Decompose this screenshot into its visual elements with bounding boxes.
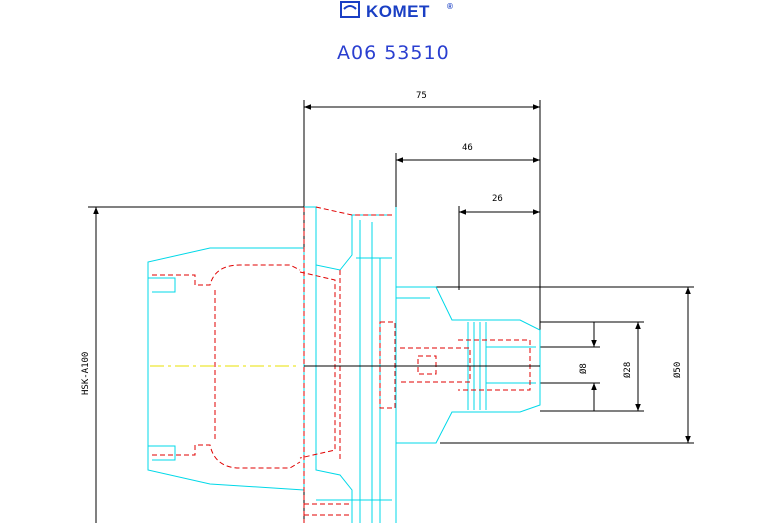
dim-dia-mid: Ø28	[622, 362, 633, 378]
dim-length-total: 75	[416, 91, 427, 101]
brand-name: KOMET	[366, 2, 430, 21]
brand-registered-mark: ®	[447, 2, 453, 11]
tool-outline	[147, 206, 541, 523]
dim-length-small: 26	[492, 194, 503, 204]
brand-logo: KOMET ®	[340, 1, 453, 21]
dimension-lines	[88, 100, 694, 523]
dim-dia-large: Ø50	[672, 362, 683, 378]
komet-logo-icon	[340, 1, 360, 18]
dim-length-mid: 46	[462, 143, 473, 153]
hidden-lines	[152, 206, 531, 523]
part-number: A06 53510	[337, 42, 450, 64]
dim-shank: HSK-A100	[81, 352, 91, 395]
dim-dia-small: Ø8	[578, 363, 589, 374]
